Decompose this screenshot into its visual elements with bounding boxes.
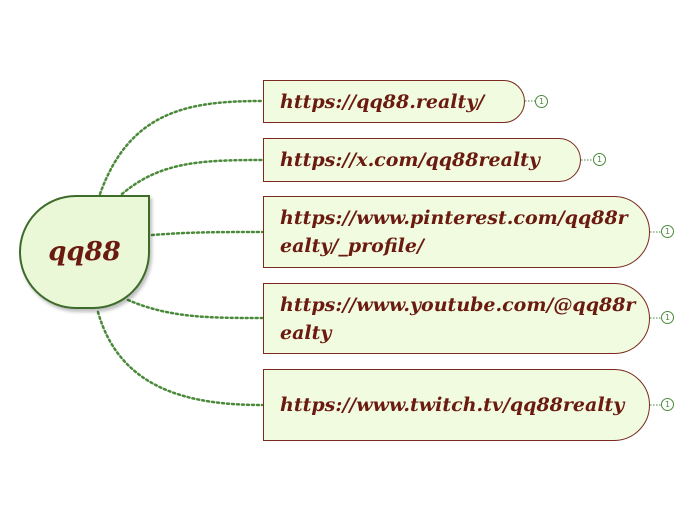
central-topic[interactable]: qq88	[19, 195, 150, 309]
topic-label-5: https://www.twitch.tv/qq88realty	[280, 394, 625, 416]
topic-node-3[interactable]: https://www.pinterest.com/qq88realty/_pr…	[263, 196, 650, 268]
collapse-badge-1[interactable]: 1	[535, 95, 548, 108]
collapse-badge-4[interactable]: 1	[661, 311, 674, 324]
connector-5	[96, 310, 264, 407]
collapse-badge-2[interactable]: 1	[593, 153, 606, 166]
connector-1	[98, 99, 264, 196]
topic-label-4: https://www.youtube.com/@qq88realty	[280, 293, 636, 344]
topic-label-2: https://x.com/qq88realty	[280, 149, 540, 171]
collapse-badge-5[interactable]: 1	[661, 398, 674, 411]
topic-node-1[interactable]: https://qq88.realty/	[263, 80, 525, 123]
topic-node-4[interactable]: https://www.youtube.com/@qq88realty	[263, 283, 650, 354]
topic-node-5[interactable]: https://www.twitch.tv/qq88realty	[263, 369, 650, 441]
topic-label-1: https://qq88.realty/	[280, 90, 485, 113]
collapse-badge-3[interactable]: 1	[661, 225, 674, 238]
connector-3	[150, 230, 264, 237]
topic-node-2[interactable]: https://x.com/qq88realty	[263, 138, 581, 182]
topic-label-3: https://www.pinterest.com/qq88realty/_pr…	[280, 207, 628, 257]
connector-2	[120, 158, 264, 196]
central-topic-label: qq88	[48, 237, 121, 267]
connector-4	[126, 298, 264, 320]
